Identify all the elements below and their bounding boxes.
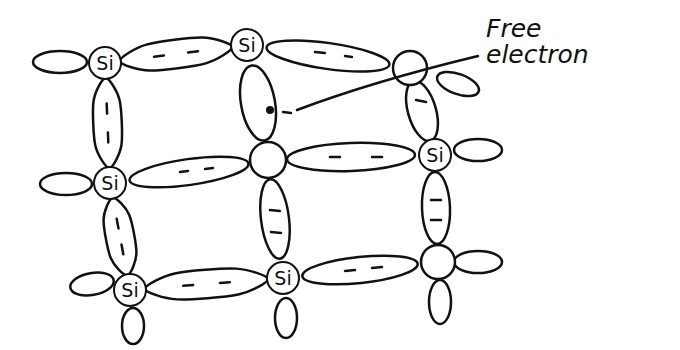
free-electron [266,106,274,114]
electron-mark [271,232,281,233]
electron-mark [431,219,441,222]
bond-stub [68,269,115,298]
electron-mark [372,267,382,268]
electron-mark [270,210,280,211]
bond-lobe [128,151,250,193]
bond-lobe [421,172,451,245]
silicon-atom: Si [266,261,300,295]
electron-mark [372,156,382,159]
electron-mark [220,281,230,284]
atom-symbol: Si [274,269,291,288]
bond-stub [429,280,451,324]
bond-lobe [235,63,282,144]
bond-lobe [400,77,444,144]
atom-core [393,51,427,85]
silicon-atom: Si [230,28,264,62]
covalent-bond [104,198,137,276]
covalent-bond [120,38,232,71]
electron-mark [345,270,355,271]
covalent-bond [93,78,122,168]
electron-mark [416,100,426,102]
bond-lobe [301,251,419,289]
bond-stub [434,67,482,101]
bond-stub [33,51,87,73]
electron-mark [183,284,193,287]
bond-stub [454,251,502,273]
atom-symbol: Si [96,54,113,73]
silicon-atom: Si [88,46,122,80]
electron-mark [330,156,340,159]
electron-mark [105,104,108,114]
atom-symbol: Si [238,36,255,55]
electron-mark [121,244,123,254]
electron-mark [315,52,325,53]
silicon-atom: Si [418,138,452,172]
bond-stub [275,298,297,338]
bond-stub [40,173,92,195]
electron-mark [283,112,291,113]
electron-mark [188,51,198,52]
leader-line [297,56,478,110]
electron-mark [431,199,441,202]
electron-mark [154,56,164,57]
electron-mark [180,171,188,172]
electron-mark [345,56,352,57]
atom-symbol: Si [426,146,443,165]
silicon-atom: Si [93,166,127,200]
electron-mark [117,219,119,229]
bond-stub [454,139,502,161]
silicon-atom: Si [113,273,147,307]
atom-symbol: Si [101,174,118,193]
callout-label: Free electron [486,16,636,69]
electron-mark [107,132,110,142]
bond-lobe [265,34,391,77]
atom-core [421,245,455,279]
bond-lobe [256,178,294,261]
bond-lobe [287,141,416,173]
covalent-bond [145,269,268,300]
atom-symbol: Si [121,281,138,300]
electron-mark [205,168,213,169]
bond-stub [122,308,144,344]
atom-core [250,142,286,178]
